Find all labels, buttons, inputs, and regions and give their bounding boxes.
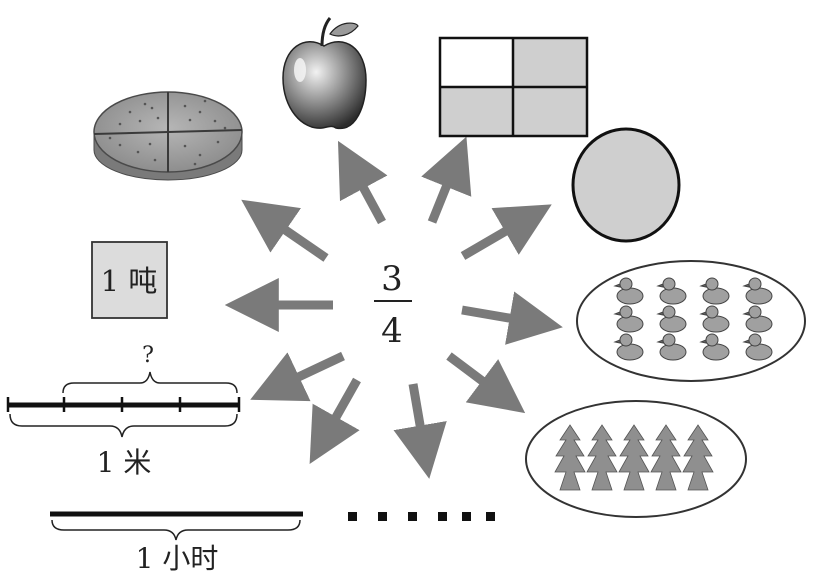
rectangle-icon	[438, 36, 589, 138]
ellipsis-dots	[348, 512, 495, 521]
ton-label: 1 吨	[101, 264, 158, 298]
arrow-to-hour	[309, 377, 361, 464]
arrow-to-rectangle	[421, 136, 472, 224]
arrows	[224, 136, 563, 479]
upper-brace	[62, 371, 238, 394]
arrow-to-trees	[446, 352, 526, 414]
circle-icon	[571, 127, 681, 243]
question-mark: ?	[142, 343, 154, 368]
arrow-to-meter	[250, 351, 345, 402]
arrow-to-cake	[241, 199, 329, 262]
arrow-to-ellipsis	[393, 383, 447, 479]
trees-group-icon	[525, 400, 747, 518]
cake-icon	[93, 91, 243, 181]
apple-icon	[282, 17, 367, 130]
meter-ruler: ? 1 米	[6, 343, 241, 479]
fraction-denominator: 4	[381, 311, 403, 351]
hour-line: 1 小时	[50, 511, 303, 575]
ton-box: 1 吨	[91, 241, 168, 319]
center-fraction: 3 4	[374, 259, 412, 351]
hour-label: 1 小时	[136, 542, 219, 575]
hour-brace	[51, 519, 301, 541]
meter-label: 1 米	[97, 446, 152, 479]
arrow-to-ducks	[461, 291, 563, 345]
ducks-group-icon	[576, 260, 806, 382]
lower-brace	[9, 413, 238, 438]
fraction-numerator: 3	[381, 259, 403, 299]
arrow-to-apple	[337, 140, 388, 225]
arrow-to-circle	[460, 204, 552, 260]
